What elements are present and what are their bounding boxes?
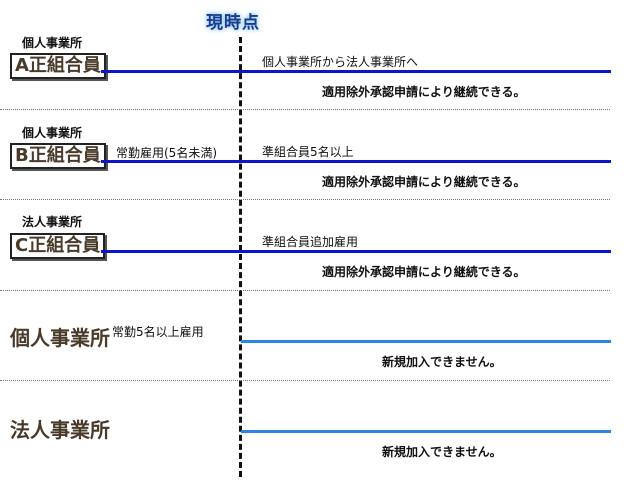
row-a-category-label: 個人事業所 bbox=[22, 36, 83, 50]
row-c-member-box: C正組合員 bbox=[10, 233, 106, 259]
row-separator bbox=[0, 109, 610, 110]
row-b-top-note: 準組合員5名以上 bbox=[262, 145, 354, 159]
row-e-bottom-note: 新規加入できません。 bbox=[382, 445, 502, 459]
row-b-member-box: B正組合員 bbox=[10, 143, 106, 169]
row-separator bbox=[0, 199, 610, 200]
row-d-category-label: 個人事業所 bbox=[10, 326, 110, 350]
row-c-top-note: 準組合員追加雇用 bbox=[262, 235, 359, 249]
row-b-category-label: 個人事業所 bbox=[22, 126, 83, 140]
row-d-timeline-bar bbox=[241, 340, 611, 343]
row-d-bottom-note: 新規加入できません。 bbox=[382, 355, 502, 369]
now-label: 現時点 bbox=[206, 13, 260, 33]
row-a-top-note: 個人事業所から法人事業所へ bbox=[262, 55, 419, 69]
row-a-member-box: A正組合員 bbox=[10, 53, 106, 79]
row-c-timeline-bar bbox=[101, 250, 611, 253]
row-b-left-note: 常勤雇用(5名未満) bbox=[116, 146, 217, 160]
row-c-category-label: 法人事業所 bbox=[22, 215, 83, 229]
row-separator bbox=[0, 290, 610, 291]
row-e-timeline-bar bbox=[241, 430, 611, 433]
row-b-bottom-note: 適用除外承認申請により継続できる。 bbox=[322, 175, 526, 189]
now-timeline-marker bbox=[239, 37, 242, 477]
row-b-timeline-bar bbox=[101, 160, 611, 163]
row-a-timeline-bar bbox=[101, 70, 611, 73]
row-separator bbox=[0, 380, 610, 381]
row-c-bottom-note: 適用除外承認申請により継続できる。 bbox=[322, 265, 526, 279]
row-a-bottom-note: 適用除外承認申請により継続できる。 bbox=[322, 85, 526, 99]
row-d-left-note: 常勤5名以上雇用 bbox=[112, 325, 204, 339]
row-e-category-label: 法人事業所 bbox=[10, 418, 110, 442]
